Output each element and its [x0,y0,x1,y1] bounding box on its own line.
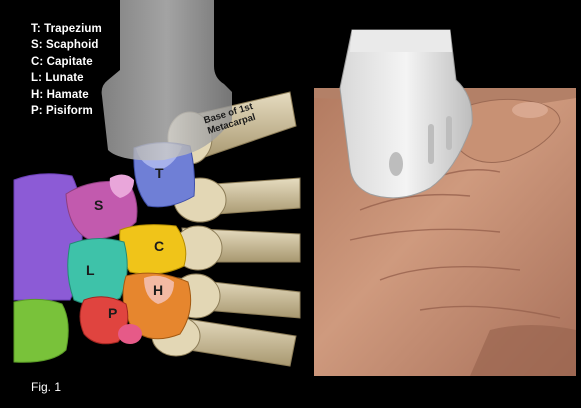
label-scaphoid: S [94,197,103,213]
bone-legend: T: Trapezium S: Scaphoid C: Capitate L: … [31,21,102,119]
legend-item-lunate: L: Lunate [31,70,102,86]
legend-item-hamate: H: Hamate [31,87,102,103]
thumbnail [512,102,548,118]
label-pisiform: P [108,305,117,321]
legend-item-scaphoid: S: Scaphoid [31,37,102,53]
label-lunate: L [86,262,95,278]
lunate-bone [68,238,127,304]
figure-caption: Fig. 1 [31,380,61,394]
probe-right-top [350,30,452,52]
probe-left [102,0,232,160]
triquetrum-tip [118,324,142,344]
legend-item-trapezium: T: Trapezium [31,21,102,37]
label-capitate: C [154,238,164,254]
label-hamate: H [153,282,163,298]
ulna-bone [14,299,68,362]
panel-divider [306,88,314,376]
label-trapezium: T [155,165,164,181]
legend-item-pisiform: P: Pisiform [31,103,102,119]
capitate-bone [120,225,186,274]
legend-item-capitate: C: Capitate [31,54,102,70]
